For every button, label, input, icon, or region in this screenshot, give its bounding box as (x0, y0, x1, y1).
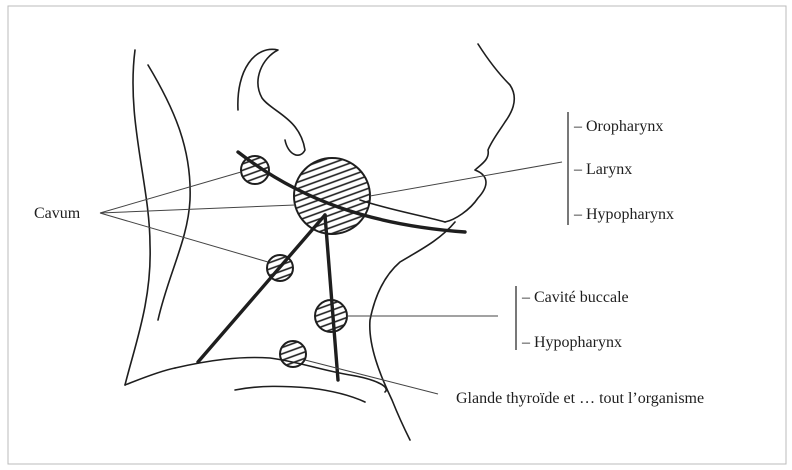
label-hypopharynx-mid: – Hypopharynx (521, 334, 622, 351)
lymph-node-large-circle (294, 158, 370, 234)
back-of-neck-outline (125, 50, 150, 385)
lymph-node-mid-circle (267, 255, 293, 281)
leader-cavum-mid (100, 213, 268, 262)
anterior-triangle-line (325, 215, 338, 380)
label-oropharynx: – Oropharynx (573, 118, 663, 135)
label-cavum: Cavum (34, 205, 81, 222)
label-cavite-buccale: – Cavité buccale (521, 289, 629, 306)
leader-bottom (305, 360, 438, 394)
leader-cavum-large (100, 205, 295, 213)
posterior-triangle-line (198, 215, 325, 362)
label-hypopharynx-top: – Hypopharynx (573, 206, 674, 223)
leader-top-group (370, 162, 562, 196)
ear-outline (238, 49, 305, 155)
label-thyroid: Glande thyroïde et … tout l’organisme (456, 390, 704, 407)
label-larynx: – Larynx (573, 161, 632, 178)
lymph-node-upper-circle (241, 156, 269, 184)
shoulder-line (125, 368, 175, 385)
front-of-neck-outline (370, 222, 455, 440)
leader-cavum-upper (100, 172, 241, 213)
clavicle-lower (235, 386, 365, 402)
face-profile (445, 44, 514, 222)
lymph-node-right-circle (315, 300, 347, 332)
lymph-node-lower-circle (280, 341, 306, 367)
